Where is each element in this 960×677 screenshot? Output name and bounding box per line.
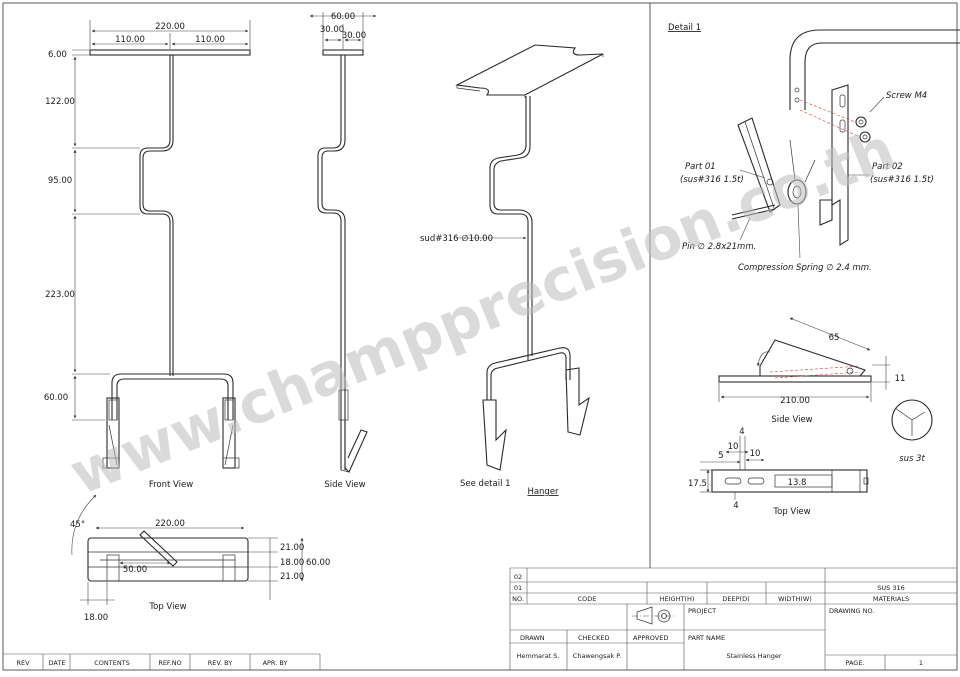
clip-top-dim-10-b: 10 (750, 449, 761, 459)
detail-title: Detail 1 (668, 23, 701, 33)
drawing-no-label: DRAWING NO. (829, 607, 874, 615)
isometric-hanger: sud#316 ∅10.00 See detail 1 Hanger (420, 44, 604, 497)
clip-top-dim-5: 5 (718, 451, 723, 461)
side-view: 60.00 30.00 30.00 Side View (309, 12, 377, 490)
depth-label: DEEP(D) (722, 595, 749, 603)
rev-header: REV (16, 659, 30, 667)
front-dim-110-left: 110.00 (115, 35, 145, 45)
clip-side-caption: Side View (771, 415, 812, 425)
top-dim-angle: 45° (70, 520, 85, 530)
top-dim-18-mid: 18.00 (280, 558, 304, 568)
clip-dim-65: 65 (829, 333, 840, 343)
clip-top-dim-4-bottom: 4 (733, 501, 738, 511)
drawn-by: Hemmarat S. (517, 652, 560, 660)
hanger-caption: Hanger (527, 487, 559, 497)
clip-side-view: 210.00 65 11 Side View sus 3t (718, 317, 933, 464)
front-dim-110-right: 110.00 (195, 35, 225, 45)
pin-label: Pin ∅ 2.8x21mm. (682, 242, 756, 252)
contents-header: CONTENTS (94, 659, 130, 667)
clip-dim-11: 11 (895, 374, 906, 384)
top-dim-21-a: 21.00 (280, 543, 304, 553)
project-label: PROJECT (688, 607, 716, 615)
front-dim-6: 6.00 (48, 50, 67, 60)
material-value: SUS 316 (877, 584, 904, 592)
revby-header: REV. BY (208, 659, 232, 667)
watermark: www.champprecision.co.th (61, 115, 905, 509)
top-view-caption: Top View (148, 602, 186, 612)
screw-label: Screw M4 (886, 91, 927, 101)
front-view-caption: Front View (149, 480, 193, 490)
side-view-caption: Side View (324, 480, 365, 490)
rev-row-02: 02 (514, 573, 522, 581)
rev-row-01: 01 (514, 584, 522, 592)
front-dim-223: 223.00 (45, 290, 75, 300)
rod-spec-label: sud#316 ∅10.00 (420, 234, 493, 244)
part01-label: Part 01 (685, 162, 716, 172)
approved-label: APPROVED (633, 634, 668, 642)
part02-label: Part 02 (872, 162, 903, 172)
title-block: 02 01 NO. CODE HEIGHT(H) DEEP(D) WIDTH(W… (3, 567, 957, 670)
clip-top-dim-4-top: 4 (739, 427, 744, 437)
no-label: NO. (512, 595, 524, 603)
aprby-header: APR. BY (263, 659, 288, 667)
part02-material: (sus#316 1.5t) (870, 175, 934, 185)
front-dim-95: 95.00 (48, 176, 72, 186)
top-dim-21-b: 21.00 (280, 572, 304, 582)
clip-top-caption: Top View (772, 507, 810, 517)
clip-top-dim-10-a: 10 (728, 442, 739, 452)
page-value: 1 (919, 659, 923, 667)
top-dim-18-offset: 18.00 (84, 613, 108, 623)
front-dim-60: 60.00 (44, 393, 68, 403)
width-label: WIDTH(W) (778, 595, 812, 603)
see-detail-label: See detail 1 (460, 479, 511, 489)
detail-1: Detail 1 Screw M4 Part 01 (s (668, 23, 960, 273)
page-label: PAGE. (845, 659, 864, 667)
date-header: DATE (49, 659, 66, 667)
front-view: 220.00 110.00 110.00 6.00 122.00 95.00 2… (44, 20, 251, 490)
top-dim-220: 220.00 (155, 519, 185, 529)
refno-header: REF.NO (158, 659, 181, 667)
top-dim-50: 50.00 (123, 565, 147, 575)
part01-material: (sus#316 1.5t) (680, 175, 744, 185)
clip-top-view: 4 5 10 10 17.5 4 13.8 Top View (688, 427, 869, 517)
part-name: Stainless Hanger (726, 652, 781, 660)
clip-dim-210: 210.00 (780, 396, 810, 406)
top-view: 45° 220.00 50.00 18.00 21.00 18.00 21.00… (70, 494, 330, 623)
top-dim-60: 60.00 (306, 558, 330, 568)
side-dim-60: 60.00 (331, 12, 355, 22)
drawn-label: DRAWN (520, 634, 545, 642)
part-name-label: PART NAME (688, 634, 725, 642)
front-dim-220: 220.00 (155, 22, 185, 32)
spring-label: Compression Spring ∅ 2.4 mm. (738, 263, 872, 273)
checked-by: Chawengsak P. (573, 652, 621, 660)
clip-material-note: sus 3t (899, 454, 925, 464)
side-dim-30-left: 30.00 (320, 25, 344, 35)
checked-label: CHECKED (578, 634, 609, 642)
side-dim-30-right: 30.00 (342, 31, 366, 41)
clip-top-dim-17-5: 17.5 (688, 479, 707, 489)
code-label: CODE (578, 595, 597, 603)
projection-symbol-icon (632, 606, 676, 625)
height-label: HEIGHT(H) (660, 595, 695, 603)
front-dim-122: 122.00 (45, 97, 75, 107)
clip-top-dim-13-8: 13.8 (788, 478, 807, 488)
materials-label: MATERIALS (873, 595, 909, 603)
